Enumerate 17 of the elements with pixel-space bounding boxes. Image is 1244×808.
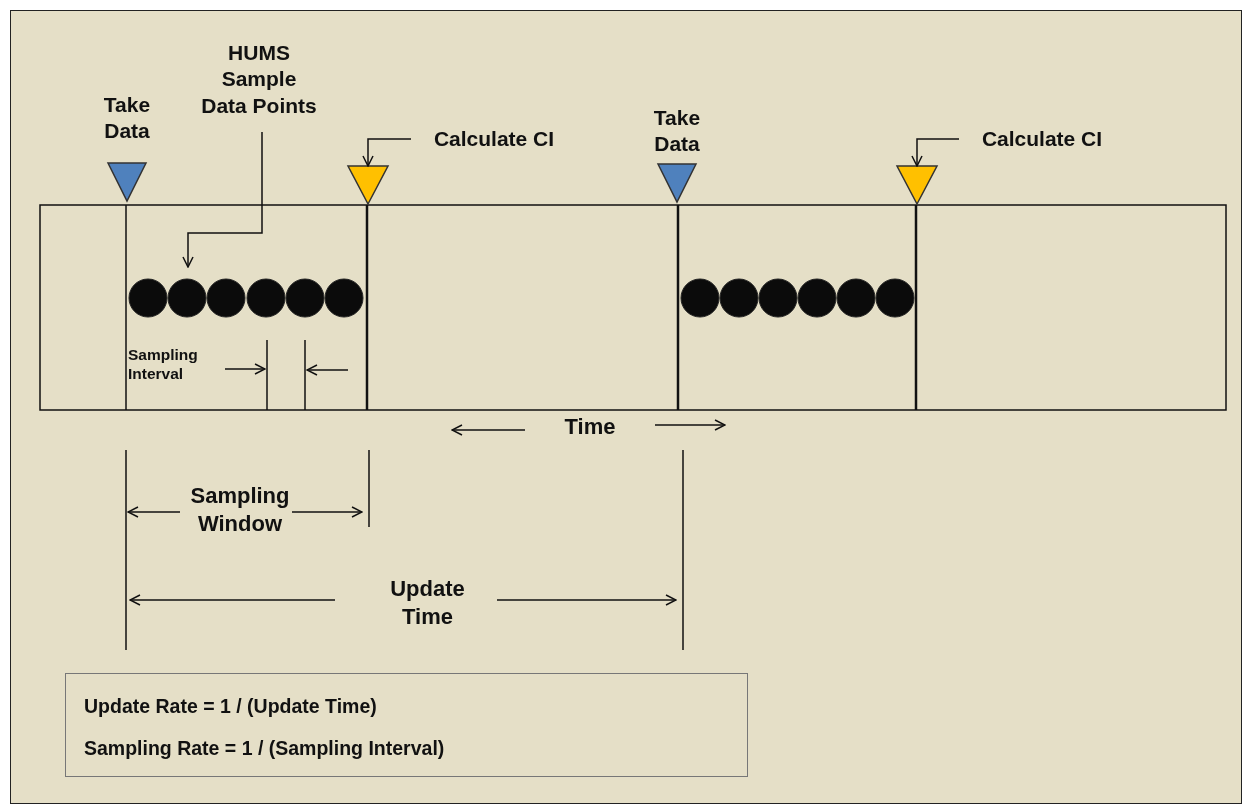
dimension-label: Sampling Window <box>189 482 291 537</box>
event-label: Take Data <box>102 92 152 145</box>
triangle-marker <box>347 165 389 205</box>
dimension-label: Time <box>563 413 617 441</box>
callout-text: Calculate CI <box>980 126 1104 152</box>
leader-line <box>911 138 960 167</box>
callout-text: Calculate CI <box>432 126 556 152</box>
formula-text: Update Rate = 1 / (Update Time) <box>84 694 377 719</box>
leader-line <box>362 138 412 167</box>
dimension-label: Update Time <box>389 575 466 630</box>
triangle-marker <box>896 165 938 205</box>
dimension-label: Sampling Interval <box>128 345 199 384</box>
callout-text: HUMS Sample Data Points <box>200 40 318 119</box>
leader-line <box>182 131 263 268</box>
event-label: Take Data <box>652 105 702 158</box>
formula-text: Sampling Rate = 1 / (Sampling Interval) <box>84 736 445 761</box>
formula-panel <box>65 673 748 777</box>
